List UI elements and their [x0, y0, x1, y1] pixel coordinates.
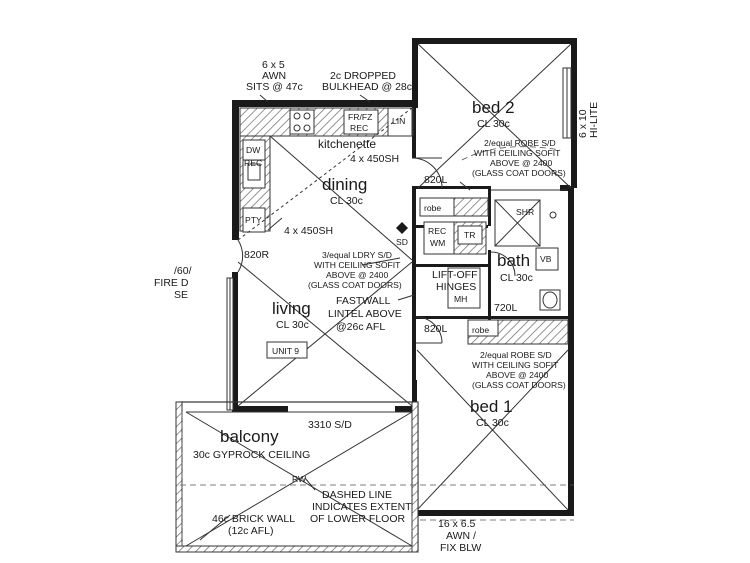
- kitchenette-window: 4 x 450SH: [350, 153, 399, 165]
- note-fastwall-1: FASTWALL: [336, 295, 391, 307]
- unit-badge-box: [266, 341, 308, 359]
- robe-bed1: [467, 319, 569, 345]
- note-awn-bot-3: FIX BLW: [440, 542, 481, 554]
- note-robe-sd-4: (GLASS COAT DOORS): [472, 168, 566, 178]
- note-hilite-2: HI-LITE: [588, 102, 600, 138]
- bed1-name: bed 1: [470, 397, 513, 416]
- note-awn-top-1: 6 x 5: [262, 59, 285, 71]
- note-awn-top-3: SITS @ 47c: [246, 81, 303, 93]
- note-liftoff-1: LIFT-OFF: [432, 269, 478, 281]
- balcony-outline: [175, 401, 574, 553]
- note-robe2-sd-3: ABOVE @ 2400: [486, 370, 548, 380]
- note-balcony-sd: 3310 S/D: [308, 419, 352, 431]
- note-robe2-sd-2: WITH CEILING SOFIT: [472, 360, 559, 370]
- note-fire-1: /60/: [174, 265, 192, 277]
- note-hilite-1: 6 x 10: [577, 109, 589, 138]
- fixture-sd: SD: [396, 237, 408, 247]
- kitchen-bench: [239, 107, 414, 233]
- door-swings: [237, 157, 516, 344]
- note-brick-1: 46c BRICK WALL: [212, 513, 295, 525]
- note-brick-2: (12c AFL): [228, 525, 274, 537]
- living-ceiling: CL 30c: [276, 319, 309, 331]
- fixture-rec2: REC: [244, 158, 262, 168]
- balcony-name: balcony: [220, 427, 279, 446]
- note-dashed-3: OF LOWER FLOOR: [310, 513, 406, 525]
- leader-lines: [199, 94, 471, 541]
- fixture-shr: SHR: [516, 207, 534, 217]
- balcony-ceiling: 30c GYPROCK CEILING: [193, 449, 310, 461]
- note-fastwall-3: @26c AFL: [336, 321, 385, 333]
- note-door-820l-mid: 820L: [424, 323, 448, 335]
- note-ldry-4: (GLASS COAT DOORS): [308, 280, 402, 290]
- bed1-ceiling-cross: [416, 349, 569, 511]
- note-door-820l-top: 820L: [424, 174, 448, 186]
- hilite-window: [562, 67, 572, 139]
- fixture-vb: VB: [540, 254, 552, 264]
- note-window-pty: 4 x 450SH: [284, 225, 333, 237]
- note-robe-sd-2: WITH CEILING SOFIT: [474, 148, 561, 158]
- note-fire-3: SE: [174, 289, 188, 301]
- note-robe-sd-1: 2/equal ROBE S/D: [484, 138, 556, 148]
- fixture-rec-wm-2: WM: [430, 238, 445, 248]
- fixture-rec: REC: [350, 123, 368, 133]
- fire-door: [226, 277, 234, 411]
- bed2-ceiling-cross: [417, 43, 572, 189]
- bed2-ceiling: CL 30c: [477, 118, 510, 130]
- note-door-820r: 820R: [244, 249, 270, 261]
- fixture-rec-wm-1: REC: [428, 226, 446, 236]
- note-robe-sd-3: ABOVE @ 2400: [490, 158, 552, 168]
- note-awn-bot-2: AWN /: [446, 530, 476, 542]
- bed1-ceiling: CL 30c: [476, 417, 509, 429]
- note-fire-2: FIRE D: [154, 277, 189, 289]
- fixture-robe: robe: [424, 203, 441, 213]
- unit-badge: UNIT 9: [272, 346, 299, 356]
- note-dashed-1: DASHED LINE: [322, 489, 392, 501]
- note-liftoff-2: HINGES: [436, 281, 476, 293]
- kitchenette-name: kitchenette: [318, 137, 376, 151]
- note-ldry-3: ABOVE @ 2400: [326, 270, 388, 280]
- note-bulkhead-2: BULKHEAD @ 28c: [322, 81, 412, 93]
- fixture-frfz: FR/FZ: [348, 112, 372, 122]
- fixture-robe2: robe: [472, 325, 489, 335]
- smoke-detector-icon: [396, 222, 408, 234]
- living-name: living: [272, 299, 311, 318]
- note-ldry-1: 3/equal LDRY S/D: [322, 250, 392, 260]
- fixture-mh: MH: [454, 294, 467, 304]
- fixture-pty: PTY: [245, 215, 262, 225]
- bath-ceiling: CL 30c: [500, 272, 533, 284]
- fixture-lin: LIN: [392, 116, 405, 126]
- note-dashed-2: INDICATES EXTENT: [312, 501, 412, 513]
- ceiling-lines: [237, 107, 413, 407]
- note-bulkhead-1: 2c DROPPED: [330, 70, 396, 82]
- robe-top: [419, 197, 489, 217]
- fixture-rw: RW: [292, 474, 307, 484]
- fixture-tr: TR: [464, 230, 475, 240]
- dining-ceiling: CL 30c: [330, 195, 363, 207]
- bath-fixtures: [491, 189, 568, 311]
- note-door-720l: 720L: [494, 302, 518, 314]
- note-robe2-sd-1: 2/equal ROBE S/D: [480, 350, 552, 360]
- dining-name: dining: [322, 175, 367, 194]
- note-fastwall-2: LINTEL ABOVE: [328, 308, 402, 320]
- bed2-name: bed 2: [472, 98, 515, 117]
- note-ldry-2: WITH CEILING SOFIT: [314, 260, 401, 270]
- fixture-dw: DW: [246, 145, 261, 155]
- bath-name: bath: [497, 251, 530, 270]
- note-awn-top-2: AWN: [262, 70, 286, 82]
- laundry: [423, 221, 487, 309]
- note-robe2-sd-4: (GLASS COAT DOORS): [472, 380, 566, 390]
- note-awn-bot-1: 16 x 6.5: [438, 518, 476, 530]
